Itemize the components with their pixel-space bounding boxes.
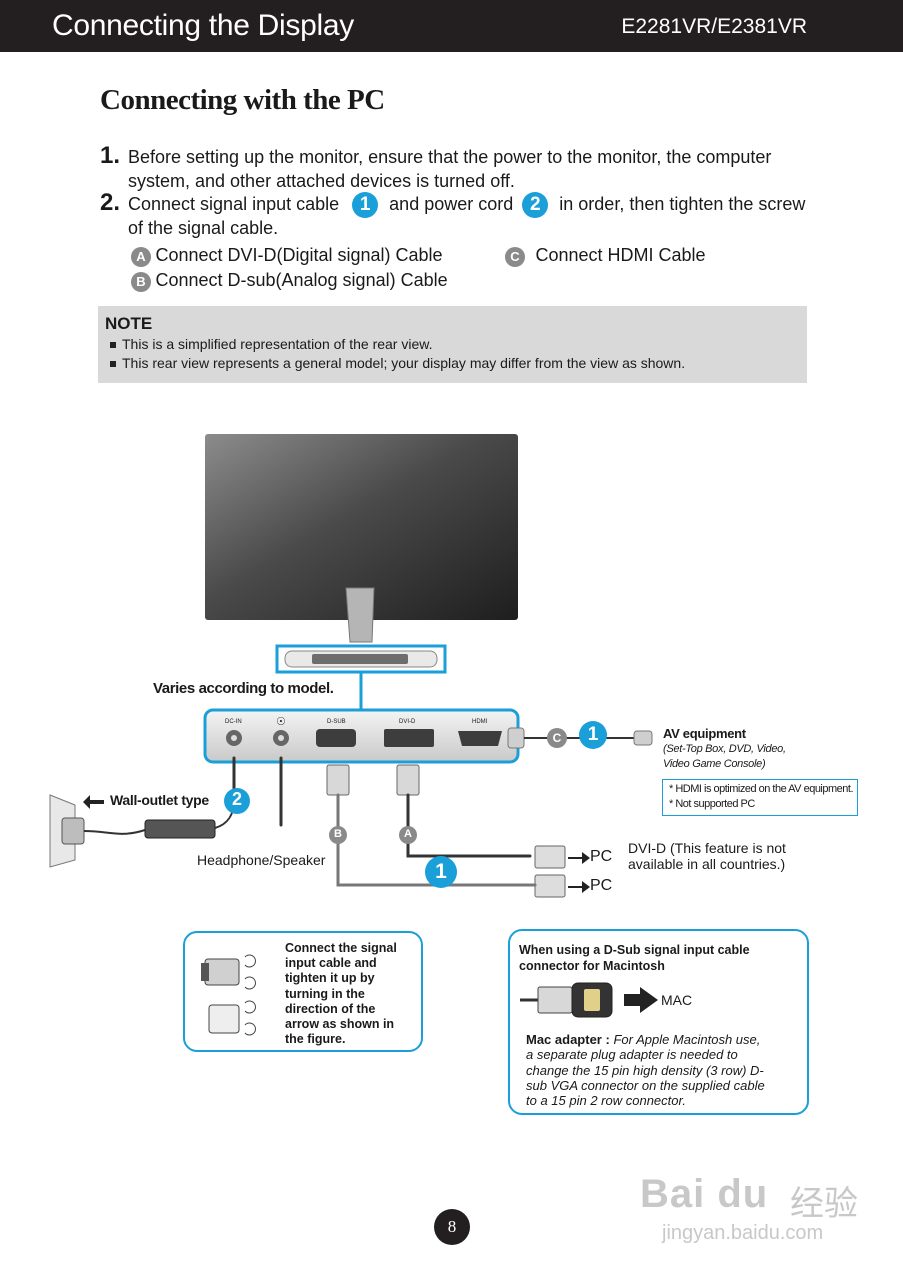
header-title: Connecting the Display (52, 9, 354, 42)
diagram-badge-b: B (334, 828, 342, 840)
diagram-badge-1-hdmi: 1 (587, 724, 599, 745)
step-2-line2: of the signal cable. (128, 218, 279, 238)
dvi-note-2: available in all countries.) (628, 856, 786, 872)
mac-label: MAC (661, 992, 693, 1008)
sub-item-a: A Connect DVI-D(Digital signal) Cable (131, 245, 443, 267)
diagram-badge-a: A (404, 828, 412, 840)
step-1-number: 1. (100, 142, 121, 169)
page-number: 8 (434, 1209, 470, 1245)
letter-b-icon: B (131, 272, 151, 292)
note-item: This rear view represents a general mode… (110, 355, 685, 371)
power-adapter-icon (49, 794, 235, 868)
callout-left-text: Connect the signal input cable and tight… (285, 941, 419, 1047)
step-1-line1: Before setting up the monitor, ensure th… (128, 147, 772, 167)
watermark-brand: Bai du (640, 1172, 768, 1217)
cables-icon (232, 756, 590, 898)
step-2-line1: Connect signal input cable 1 and power c… (128, 192, 805, 218)
mac-adapter-line: For Apple Macintosh use, (613, 1032, 761, 1047)
watermark-brand-text: Bai du (640, 1172, 769, 1216)
connection-diagram (49, 434, 653, 898)
note-item-text: This is a simplified representation of t… (122, 336, 433, 352)
varies-label: Varies according to model. (153, 680, 334, 697)
av-sub-2: Video Game Console) (663, 758, 766, 770)
port-label-hdmi: HDMI (472, 719, 488, 725)
diagram-badges (224, 721, 607, 888)
port-label-dvi-d: DVI-D (399, 719, 416, 725)
bullet-icon (110, 342, 116, 348)
pc-label-dvi: PC (590, 848, 613, 865)
note-item: This is a simplified representation of t… (110, 336, 432, 352)
callout-left-line: arrow as shown in (285, 1017, 395, 1032)
mac-adapter-label: Mac adapter : (526, 1032, 610, 1047)
note-item-text: This rear view represents a general mode… (122, 355, 686, 371)
callout-left-line: input cable and (285, 956, 377, 971)
port-panel-icon (203, 708, 653, 764)
letter-c-icon: C (505, 247, 525, 267)
watermark-cn: 经验 (790, 1185, 858, 1223)
step-2-mid: and power cord (389, 194, 514, 214)
mac-adapter-icon (520, 982, 658, 1018)
step-2-number: 2. (100, 189, 121, 216)
diagram-badge-2: 2 (231, 789, 242, 809)
mac-callout-title-2: connector for Macintosh (519, 959, 665, 973)
headphone-label: Headphone/Speaker (197, 852, 326, 868)
sub-item-b: B Connect D-sub(Analog signal) Cable (131, 270, 448, 292)
wall-outlet-label: Wall-outlet type (110, 792, 209, 808)
mac-adapter-line: change the 15 pin high density (3 row) D… (526, 1062, 764, 1078)
callout-left-line: direction of the (285, 1001, 376, 1016)
section-title: Connecting with the PC (100, 84, 385, 116)
hdmi-note-box: * HDMI is optimized on the AV equipment.… (662, 779, 858, 816)
step-2-post: in order, then tighten the screw (559, 194, 806, 214)
step-2-pre: Connect signal input cable (128, 194, 340, 214)
callout-left-line: Connect the signal (285, 941, 397, 955)
tighten-screw-callout: Connect the signal input cable and tight… (183, 931, 423, 1052)
note-title: NOTE (105, 314, 153, 333)
pc-label-dsub: PC (590, 877, 613, 894)
sub-item-b-text: Connect D-sub(Analog signal) Cable (155, 270, 448, 290)
sub-item-c: C Connect HDMI Cable (505, 245, 706, 267)
av-title: AV equipment (663, 726, 746, 741)
mac-adapter-line: sub VGA connector on the supplied cable (526, 1077, 765, 1093)
mac-adapter-callout: When using a D-Sub signal input cable co… (508, 929, 809, 1115)
page-header: Connecting the Display E2281VR/E2381VR (0, 0, 903, 52)
hdmi-note-2: * Not supported PC (669, 798, 755, 810)
av-sub-1: (Set-Top Box, DVD, Video, (663, 743, 786, 755)
callout-left-line: the figure. (285, 1032, 346, 1047)
monitor-rear-icon (205, 434, 518, 710)
port-label-dc-in: DC-IN (225, 719, 242, 725)
hdmi-note-1: * HDMI is optimized on the AV equipment. (669, 783, 854, 795)
badge-signal-cable-icon: 1 (352, 192, 379, 218)
header-model: E2281VR/E2381VR (621, 15, 807, 38)
port-label-d-sub: D-SUB (327, 719, 346, 725)
watermark-url: jingyan.baidu.com (662, 1222, 824, 1244)
mac-callout-title-1: When using a D-Sub signal input cable (519, 943, 750, 957)
diagram-badge-c: C (552, 731, 562, 745)
letter-a-icon: A (131, 247, 151, 267)
note-box: NOTE This is a simplified representation… (98, 306, 807, 383)
sub-item-a-text: Connect DVI-D(Digital signal) Cable (155, 245, 443, 265)
dvi-note-1: DVI-D (This feature is not (628, 840, 786, 856)
mac-adapter-line: to a 15 pin 2 row connector. (526, 1093, 686, 1109)
step-1-line2: system, and other attached devices is tu… (128, 171, 515, 191)
sub-item-c-text: Connect HDMI Cable (535, 245, 706, 265)
diagram-badge-1-pc: 1 (435, 860, 447, 883)
mac-adapter-text: Mac adapter : For Apple Macintosh use, a… (526, 1032, 806, 1108)
callout-left-line: turning in the (285, 986, 365, 1001)
badge-power-cord-icon: 2 (522, 192, 549, 218)
connector-screw-icon (201, 954, 256, 1036)
mac-adapter-line: a separate plug adapter is needed to (526, 1047, 738, 1063)
headphone-port-icon: ☉ (276, 716, 286, 728)
bullet-icon (110, 361, 116, 367)
callout-left-line: tighten it up by (285, 971, 375, 986)
